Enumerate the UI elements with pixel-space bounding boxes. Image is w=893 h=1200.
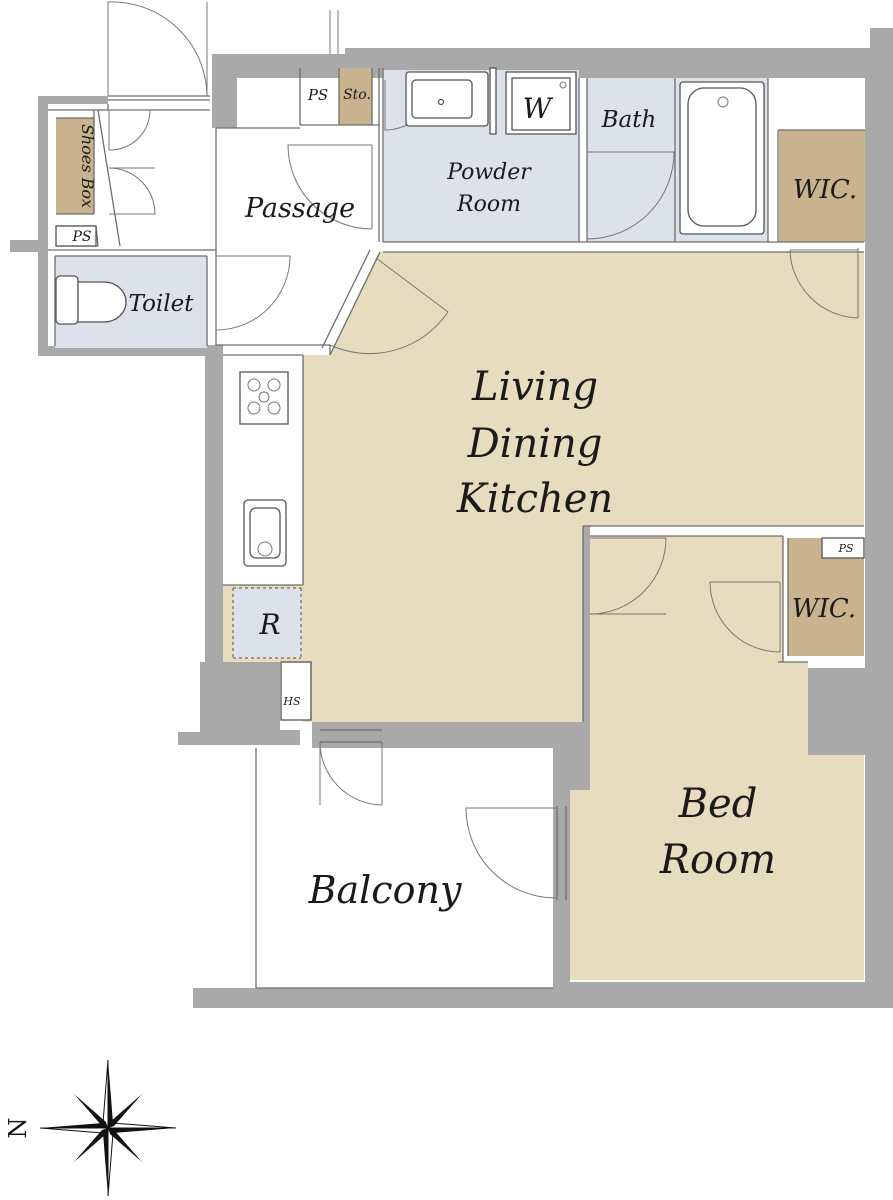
- living-label-1: Living: [471, 364, 598, 410]
- fixtures: [55, 67, 765, 567]
- bath-label: Bath: [601, 107, 657, 133]
- doors: [107, 1, 859, 899]
- room-labels: Living Dining Kitchen Bed Room Balcony P…: [71, 86, 857, 912]
- bed-label-2: Room: [659, 837, 776, 883]
- bed-label-1: Bed: [678, 781, 758, 827]
- ps-top-label: PS: [307, 86, 328, 104]
- compass-rose-icon: [39, 1059, 177, 1197]
- wic-top-label: WIC.: [793, 175, 857, 205]
- powder-label-1: Powder: [446, 160, 532, 185]
- passage-label: Passage: [244, 193, 355, 224]
- living-label-3: Kitchen: [456, 476, 613, 522]
- shoes-box-label: Shoes Box: [78, 124, 97, 208]
- compass-north-label: N: [4, 1118, 32, 1139]
- ps-bed-label: PS: [838, 542, 854, 555]
- storage-label: Sto.: [343, 87, 371, 103]
- powder-label-2: Room: [456, 192, 521, 217]
- wic-bed-label: WIC.: [792, 594, 856, 624]
- ps-entry-label: PS: [71, 229, 91, 245]
- fridge-label: R: [258, 608, 280, 641]
- living-label-2: Dining: [467, 421, 603, 467]
- balcony-label: Balcony: [308, 868, 462, 912]
- toilet-label: Toilet: [129, 291, 195, 317]
- washer-label: W: [523, 92, 554, 125]
- hs-label: HS: [282, 695, 301, 708]
